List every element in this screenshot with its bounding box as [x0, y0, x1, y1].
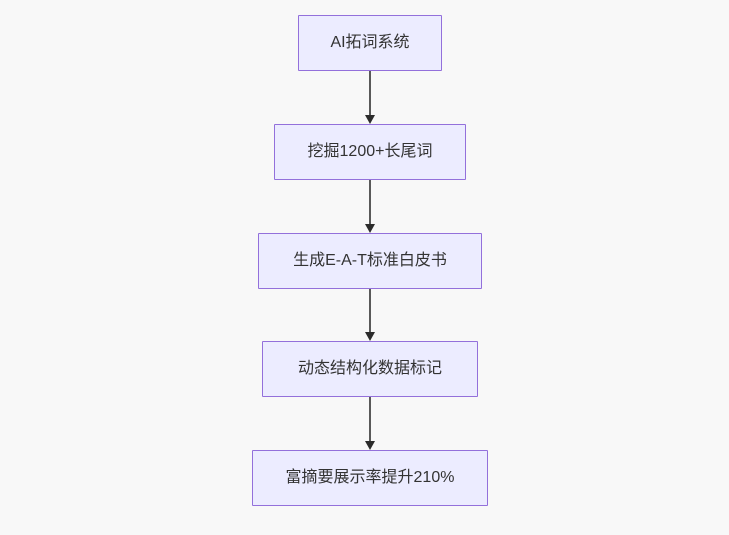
- flow-edge: [364, 397, 376, 450]
- flow-node-label: 富摘要展示率提升210%: [285, 469, 455, 487]
- arrowhead-down-icon: [365, 332, 375, 341]
- flow-node-eat-whitepaper: 生成E-A-T标准白皮书: [258, 233, 482, 289]
- flow-node-label: 动态结构化数据标记: [297, 360, 442, 378]
- flow-node-structured-data: 动态结构化数据标记: [262, 341, 478, 397]
- flow-node-label: 挖掘1200+长尾词: [307, 143, 433, 161]
- arrowhead-down-icon: [365, 115, 375, 124]
- arrowhead-down-icon: [365, 441, 375, 450]
- flow-edge: [364, 180, 376, 233]
- edge-line: [369, 289, 371, 333]
- flow-edge: [364, 289, 376, 341]
- edge-line: [369, 180, 371, 225]
- flow-node-rich-snippet-result: 富摘要展示率提升210%: [252, 450, 488, 506]
- flow-node-label: 生成E-A-T标准白皮书: [293, 252, 447, 270]
- flow-node-longtail-keywords: 挖掘1200+长尾词: [274, 124, 466, 180]
- flow-node-label: AI拓词系统: [330, 34, 410, 52]
- flow-node-ai-word-system: AI拓词系统: [298, 15, 442, 71]
- arrowhead-down-icon: [365, 224, 375, 233]
- edge-line: [369, 71, 371, 116]
- flow-edge: [364, 71, 376, 124]
- edge-line: [369, 397, 371, 442]
